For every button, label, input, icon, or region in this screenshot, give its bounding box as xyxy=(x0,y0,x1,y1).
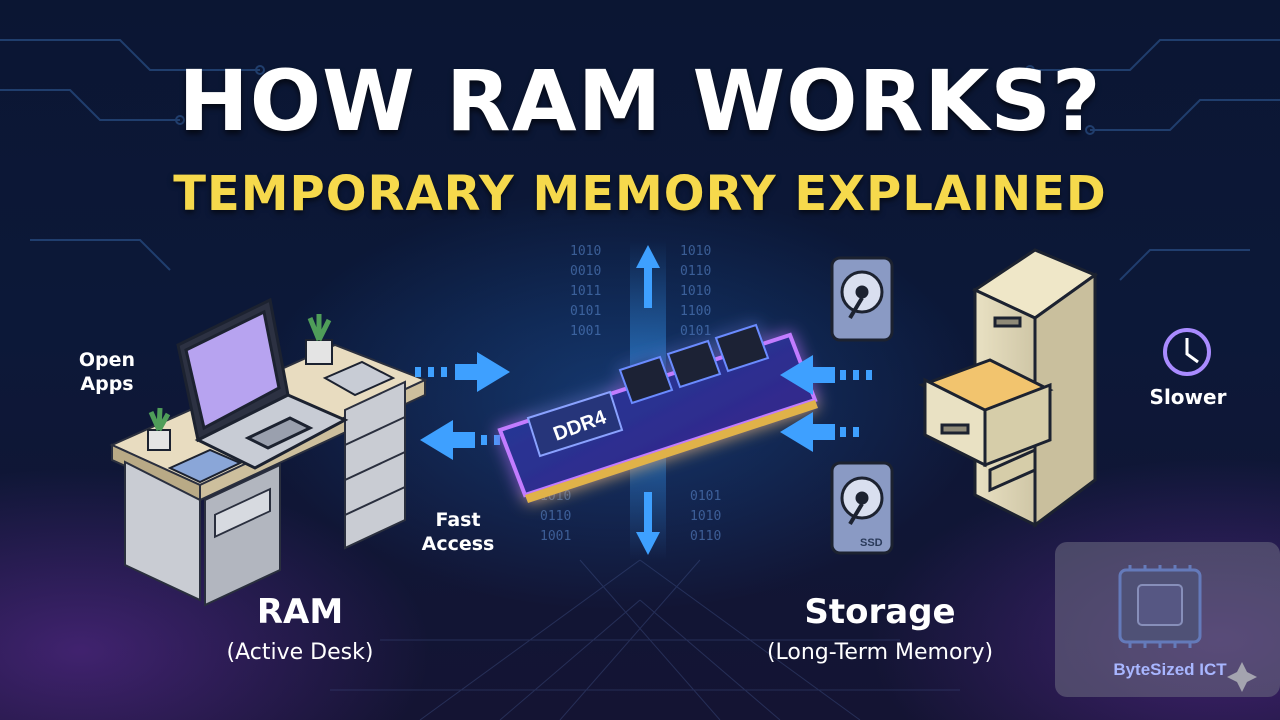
main-title: HOW RAM WORKS? xyxy=(178,52,1102,150)
binary-stream: 1010 0010 1011 0101 1001 1010 0110 1010 1100 010… xyxy=(540,244,721,544)
clock-icon xyxy=(1163,328,1211,376)
svg-text:0010: 0010 xyxy=(570,264,601,279)
up-arrow-icon xyxy=(636,245,660,308)
arrow-right-icon xyxy=(415,352,510,392)
svg-text:1010: 1010 xyxy=(690,509,721,524)
laptop-icon xyxy=(176,297,349,470)
filing-cabinet-icon xyxy=(918,248,1099,528)
down-arrow-icon xyxy=(636,492,660,555)
svg-text:0101: 0101 xyxy=(680,324,711,339)
sub-title: TEMPORARY MEMORY EXPLAINED xyxy=(173,166,1107,222)
circuit-traces xyxy=(0,39,1280,281)
ram-module-icon xyxy=(497,323,818,503)
slower-label: Slower xyxy=(1149,385,1227,409)
notebook-icon xyxy=(167,448,243,484)
svg-text:1100: 1100 xyxy=(680,304,711,319)
storage-title: Storage xyxy=(804,592,956,632)
svg-text:0110: 0110 xyxy=(540,509,571,524)
open-apps-label: Open Apps xyxy=(78,349,136,395)
svg-text:1010: 1010 xyxy=(570,244,601,259)
svg-text:0101: 0101 xyxy=(690,489,721,504)
ram-title: RAM xyxy=(256,592,344,632)
svg-text:1010: 1010 xyxy=(680,284,711,299)
hard-drive-icon xyxy=(830,256,894,342)
arrow-left-storage-icon xyxy=(780,355,872,395)
svg-text:0110: 0110 xyxy=(680,264,711,279)
brand-logo-panel xyxy=(1055,542,1280,697)
fast-access-label: Fast Access xyxy=(421,509,495,555)
svg-text:1011: 1011 xyxy=(570,284,601,299)
ssd-label: SSD xyxy=(860,537,883,549)
storage-subtitle: (Long-Term Memory) xyxy=(766,640,994,665)
plant-icon xyxy=(305,314,333,365)
svg-text:1001: 1001 xyxy=(540,529,571,544)
tablet-icon xyxy=(322,360,396,397)
ssd-icon xyxy=(830,461,894,555)
svg-text:1010: 1010 xyxy=(680,244,711,259)
arrow-left-icon xyxy=(420,420,500,460)
arrow-left-storage2-icon xyxy=(780,412,859,452)
ram-subtitle: (Active Desk) xyxy=(226,640,374,665)
brand-logo-text: ByteSized ICT xyxy=(1113,660,1227,679)
svg-text:1001: 1001 xyxy=(570,324,601,339)
svg-text:0110: 0110 xyxy=(690,529,721,544)
svg-text:0101: 0101 xyxy=(570,304,601,319)
network-mesh xyxy=(330,559,960,720)
plant-small-icon xyxy=(147,407,171,451)
